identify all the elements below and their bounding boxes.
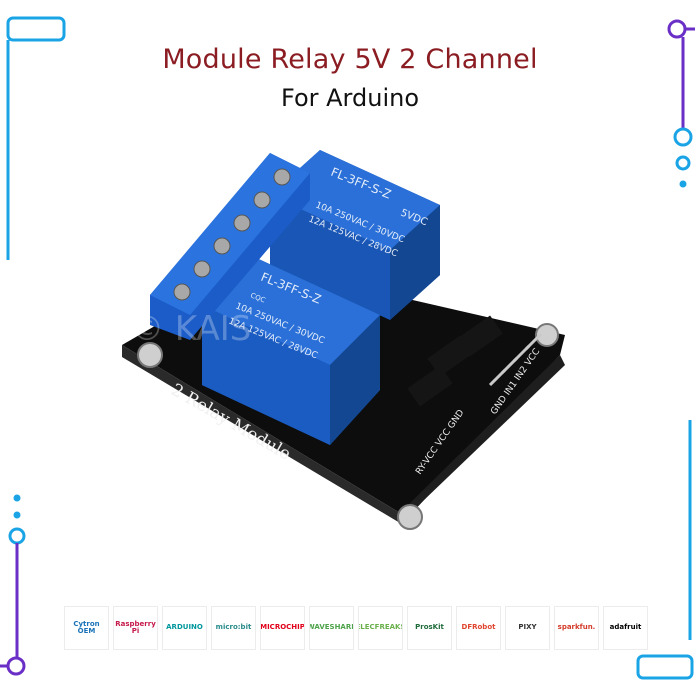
waveshare-logo: WAVESHARE xyxy=(309,606,354,650)
screw-terminal-block xyxy=(150,153,310,340)
elecfreaks-logo: ELECFREAKS xyxy=(358,606,403,650)
adafruit-logo: adafruit xyxy=(603,606,648,650)
microbit-logo: micro:bit xyxy=(211,606,256,650)
relay-module-image: 2 Relay Module FL-3FF-S-Z 5VDC 10A 250VA… xyxy=(122,150,565,530)
frame-left xyxy=(6,40,26,658)
dfrobot-logo: DFRobot xyxy=(456,606,501,650)
sparkfun-logo: sparkfun. xyxy=(554,606,599,650)
relay-front: FL-3FF-S-Z 10A 250VAC / 30VDC 12A 125VAC… xyxy=(202,255,380,445)
cytron-logo: Cytron OEM xyxy=(64,606,109,650)
proskit-logo: ProsKit xyxy=(407,606,452,650)
page-subtitle: For Arduino xyxy=(281,84,419,112)
microchip-logo: MICROCHIP xyxy=(260,606,305,650)
page-title: Module Relay 5V 2 Channel xyxy=(162,44,538,75)
arduino-logo: ARDUINO xyxy=(162,606,207,650)
mount-hole xyxy=(137,342,163,368)
frame-bottom xyxy=(0,654,694,680)
relay-rear: FL-3FF-S-Z 5VDC 10A 250VAC / 30VDC 12A 1… xyxy=(270,150,440,320)
pixy-logo: PIXY xyxy=(505,606,550,650)
frame-right xyxy=(673,37,693,640)
watermark: © KAIS xyxy=(130,309,251,349)
raspberry-pi-logo: Raspberry Pi xyxy=(113,606,158,650)
mount-hole xyxy=(397,504,423,530)
mount-hole xyxy=(535,323,559,347)
frame-top xyxy=(6,16,695,42)
